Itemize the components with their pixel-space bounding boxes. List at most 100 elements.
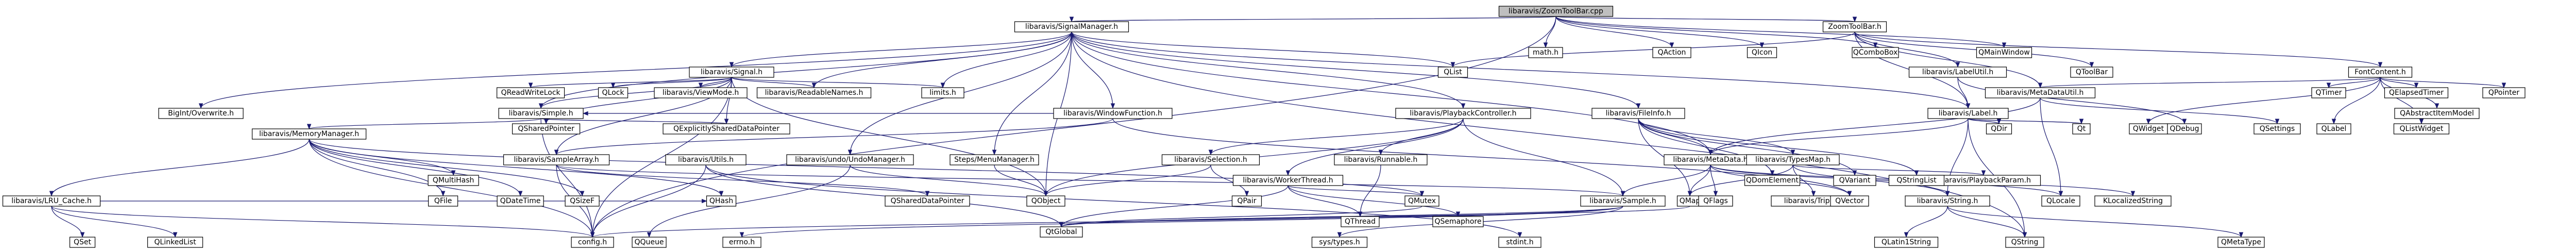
edge-undomanager_h-to-qqueue — [647, 164, 851, 238]
node-box — [1231, 195, 1262, 207]
node-box — [1026, 195, 1065, 207]
edge-root-to-qicon — [1555, 16, 1765, 48]
node-box — [497, 195, 544, 207]
node-qaction: QAction — [1652, 47, 1691, 58]
node-box — [786, 154, 914, 165]
edge-signalmanager_h-to-qlist — [1071, 31, 1455, 68]
node-label: QComboBox — [1853, 48, 1897, 57]
node-box — [2393, 123, 2450, 135]
node-label: QDir — [1991, 125, 2007, 133]
edge-metadatautil_h-to-qsettings — [2040, 97, 2280, 125]
node-samplearray-h: libaravis/SampleArray.h — [503, 154, 610, 165]
node-box — [1040, 226, 1083, 238]
edge-fontcontent_h-to-metadatautil_h — [2038, 77, 2381, 89]
node-qlist: QList — [1437, 66, 1468, 78]
node-label: QAction — [1658, 48, 1686, 57]
node-label: QMainWindow — [1978, 48, 2030, 57]
node-metadatautil-h: libaravis/MetaDataUtil.h — [1985, 87, 2096, 98]
node-box — [1744, 175, 1801, 186]
node-qqueue: QQueue — [632, 237, 667, 248]
node-box — [2, 195, 101, 207]
node-box — [503, 154, 610, 165]
node-box — [1580, 195, 1666, 207]
edge-signalmanager_h-to-signal_h — [729, 31, 1072, 68]
node-fileinfo-h: libaravis/FileInfo.h — [1591, 108, 1685, 119]
node-box — [1698, 195, 1733, 207]
node-qfile: QFile — [428, 195, 459, 207]
node-qvariant: QVariant — [1833, 175, 1876, 186]
edge-fontcontent_h-to-qlabel — [2331, 77, 2381, 125]
node-qelapsedtimer: QElapsedTimer — [2384, 87, 2449, 98]
node-box — [1986, 123, 2012, 135]
node-label: QIcon — [1752, 48, 1772, 57]
node-label: libaravis/SampleArray.h — [514, 156, 599, 164]
edge-signalmanager_h-to-metadata_h — [1071, 31, 1713, 156]
node-qsemaphore: QSemaphore — [1432, 216, 1484, 227]
node-qdatetime: QDateTime — [497, 195, 544, 207]
node-qthread: QThread — [1341, 216, 1380, 227]
node-viewmode-h: libaravis/ViewMode.h — [654, 87, 748, 98]
node-qshareddata: QSharedDataPointer — [885, 195, 970, 207]
node-label: QList — [1444, 68, 1462, 76]
node-qdomelement: QDomElement — [1744, 175, 1801, 186]
node-qtoolbar: QToolBar — [2070, 66, 2113, 78]
node-box — [1852, 47, 1899, 58]
node-label: QFlags — [1703, 197, 1728, 205]
node-box — [1311, 237, 1368, 248]
node-label: libaravis/PlaybackParam.h — [1936, 176, 2031, 185]
node-box — [2348, 66, 2413, 78]
node-signalcontroller-h: libaravis/PlaybackController.h — [1395, 108, 1531, 119]
node-box — [722, 237, 761, 248]
node-qtglobal: QtGlobal — [1040, 226, 1083, 238]
node-label: QTimer — [2315, 89, 2342, 97]
node-utils-h: libaravis/Utils.h — [665, 154, 747, 165]
edge-signalmanager_h-to-windowfunction_h — [1071, 31, 1115, 109]
node-box — [1874, 237, 1939, 248]
node-box — [1232, 175, 1344, 186]
node-box — [1908, 66, 2007, 78]
edge-fileinfo_h-to-typesmap_h — [1638, 118, 1795, 156]
edge-memorymanager_h-to-qfile — [309, 139, 446, 197]
edge-memorymanager_h-to-qhash — [309, 139, 724, 197]
node-label: QMultiHash — [433, 176, 474, 185]
node-box — [147, 237, 204, 248]
node-box — [2394, 108, 2480, 119]
node-qlistwidget: QListWidget — [2393, 123, 2450, 135]
node-box — [706, 195, 737, 207]
node-typesmap-h: libaravis/TypesMap.h — [1746, 154, 1840, 165]
node-box — [2072, 123, 2091, 135]
edge-metadata_h-to-qflags — [1710, 164, 1718, 197]
edge-fontcontent_h-to-qwidget — [2146, 77, 2381, 125]
node-qlocalizedstring: KLocalizedString — [2094, 195, 2172, 207]
node-label: QToolBar — [2076, 68, 2108, 76]
node-signalmanager-h: libaravis/SignalManager.h — [1014, 21, 1129, 32]
node-config-h: config.h — [571, 237, 614, 248]
node-label: libaravis/Label.h — [1939, 109, 1998, 118]
edge-windowfunction_h-to-qvector — [1112, 118, 1852, 197]
edge-selection_h-to-qobject — [1043, 164, 1211, 197]
node-qobject: QObject — [1026, 195, 1065, 207]
node-box — [2041, 195, 2080, 207]
node-label: QLinkedList — [154, 238, 196, 246]
edge-utils_h-to-qtglobal — [705, 164, 1064, 228]
edge-sample_h-to-errno_h — [740, 206, 1623, 238]
node-qsettings: QSettings — [2253, 123, 2301, 135]
edge-signal_h-to-limits_h — [731, 77, 945, 89]
node-windowfunction-h: libaravis/WindowFunction.h — [1053, 108, 1173, 119]
node-qlock: QLock — [598, 87, 629, 98]
edge-typesmap_h-to-qmap — [1687, 164, 1793, 197]
node-qexplicitly: QExplicitlySharedDataPointer — [663, 123, 790, 135]
edge-root-to-qaction — [1555, 16, 1674, 48]
edge-zoomtoolbar_h-to-qtoolbar — [1854, 31, 2094, 68]
node-stepsmanager-h: Steps/MenuManager.h — [950, 154, 1039, 165]
node-box — [1437, 66, 1468, 78]
edge-string_h-to-qmetatype — [1947, 206, 2244, 238]
edge-signalmanager_h-to-label_h — [1071, 31, 1971, 109]
edge-signal_h-to-readablenames_h — [731, 77, 817, 89]
edge-windowfunction_h-to-samplearray_h — [554, 118, 1113, 156]
node-box — [1976, 47, 2032, 58]
node-qflags: QFlags — [1698, 195, 1733, 207]
node-labelutil-h: libaravis/LabelUtil.h — [1908, 66, 2007, 78]
edge-samplearray_h-to-sample_h — [556, 164, 1625, 197]
